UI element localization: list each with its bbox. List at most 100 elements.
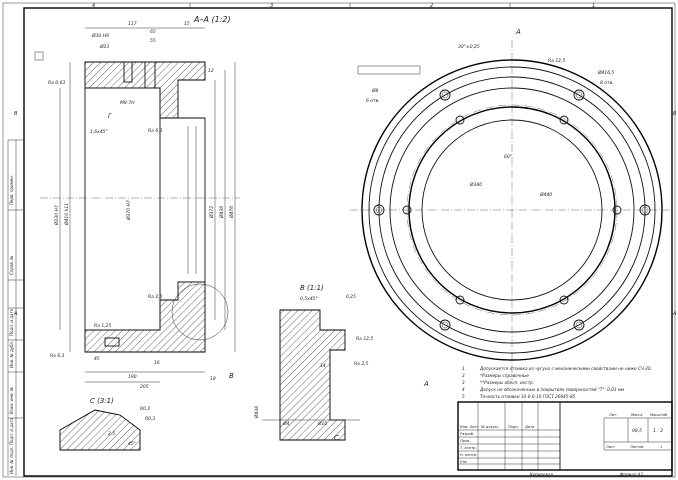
detail-c-title: C (3:1) — [90, 397, 114, 405]
dim-14: 14 — [320, 363, 326, 369]
plan-inner-circle — [421, 119, 603, 301]
note-3-text: **Размеры обесп. инстр. — [480, 380, 534, 385]
section-aa-view: A–A (1:2) Ø410 h11 Ø230 H7 Ø370 H7 Ø372 … — [40, 15, 240, 390]
dim-d10: Ø10 — [317, 420, 327, 427]
detail-c-view: C (3:1) R0,2 R0,3 2,5 45° — [59, 397, 155, 451]
tb-prov: Пров. — [460, 439, 470, 443]
tb-razrab: Разраб. — [460, 432, 474, 436]
rough-6-3: Ra 6,3 — [148, 128, 163, 134]
plan-circle-3 — [378, 76, 646, 344]
dim-d438-b: Ø438 — [253, 406, 260, 419]
tb-izm-list: Изм. Лист — [460, 425, 480, 429]
plan-view: 30°±0,25 60° Ø380 Ø440 Ø416,5 Ø8 Ra 12,5… — [350, 28, 672, 388]
dim-117: 117 — [128, 21, 137, 27]
marker-c: C — [334, 434, 339, 442]
plan-circle-4 — [389, 87, 635, 333]
tb-col-podp: Подп. — [508, 425, 519, 429]
dim-d440-plan: Ø440 — [539, 191, 552, 198]
label-g: Г — [108, 113, 112, 120]
tb-listov: Листов — [629, 445, 643, 449]
tb-col-nomer-dokum: № докум. — [480, 425, 499, 429]
rough-2-5-b: Ra 2,5 — [354, 361, 369, 367]
dim-d476: Ø476 — [228, 206, 235, 219]
footer-format: Формат А3 — [620, 472, 643, 477]
rough-2-5: Ra 2,5 — [148, 294, 163, 300]
tb-massa: Масса — [631, 413, 642, 417]
side-strip: Перв. примен. Справ. № Подп. и дата Инв.… — [7, 51, 44, 476]
tb-utv: Утв. — [460, 460, 468, 464]
zone-number-2: 2 — [430, 3, 433, 9]
zone-letter-left-b: B — [14, 111, 18, 117]
plan-circle-2 — [368, 66, 656, 354]
tb-n-kontr: Н. контр. — [460, 453, 477, 457]
section-inner-bore — [84, 87, 161, 331]
dim-60deg: 60° — [504, 154, 512, 160]
dim-d23: Ø23 — [99, 43, 109, 50]
dim-d230: Ø230 H7 — [53, 205, 60, 226]
dim-65: 65 — [150, 29, 156, 35]
plan-pitch-circle — [406, 104, 618, 316]
note-5-num: 5 — [462, 394, 465, 399]
plan-outer-circle — [361, 59, 663, 361]
dim-45deg: 45° — [128, 441, 136, 447]
dim-d372: Ø372 — [208, 206, 215, 219]
zone-number-3: 3 — [270, 3, 273, 9]
dim-205: 205 — [140, 384, 149, 390]
dim-d4: Ø4 — [282, 420, 290, 427]
dim-55: 55 — [150, 38, 156, 44]
dim-2-5: 2,5 — [108, 431, 115, 437]
dim-r02: R0,2 — [140, 406, 150, 412]
dim-d380-plan: Ø380 — [469, 181, 482, 188]
strip-podp-data-2: Подп. и дата — [9, 417, 14, 445]
note-5-text: Точность отливки 10-0-0-10 ГОСТ 26645-85 — [480, 394, 576, 399]
plan-bolt-holes — [373, 89, 651, 331]
inner-frame — [23, 7, 673, 477]
note-2-num: 2 — [462, 373, 465, 378]
revision-box — [34, 51, 44, 61]
detail-b-profile — [279, 309, 346, 441]
detail-b-callout — [171, 283, 229, 341]
strip-inv-podl: Инв. № подл. — [9, 446, 14, 474]
dim-ra63-bottom: Ra 6,3 — [50, 353, 65, 359]
zone-letter-right-b: B — [673, 111, 677, 117]
marker-a-top: A — [515, 28, 521, 36]
footer-copied: Копировал — [530, 472, 553, 477]
dim-d370: Ø370 H7 — [125, 200, 132, 221]
holes-8: 8 отв. — [600, 80, 614, 86]
note-1-num: 1 — [462, 366, 465, 371]
dim-18: 18 — [210, 376, 216, 382]
marker-b-section: B — [229, 372, 234, 380]
tb-masshtab: Масштаб — [650, 413, 668, 417]
marker-a-bottom: A — [423, 380, 429, 388]
dim-15: 15 — [184, 21, 190, 27]
detail-b-title: B (1:1) — [300, 284, 324, 292]
tb-sheets-count: 1 — [660, 445, 662, 449]
dim-r03: R0,3 — [145, 416, 155, 422]
note-3-num: 3 — [462, 380, 465, 385]
dim-45: 45 — [94, 356, 100, 362]
dim-chamfer: 1,6x45° — [90, 129, 108, 135]
section-bottom-wall — [84, 281, 206, 353]
tb-lit: Лит. — [608, 413, 617, 417]
strip-vzam-inv: Взам. инв. № — [9, 387, 14, 414]
rough-0-63: Ra 0,63 — [48, 80, 65, 86]
note-2-text: *Размеры справочные — [480, 373, 529, 378]
strip-podp-data-1: Подп. и дата — [9, 308, 14, 336]
dim-30deg: 30°±0,25 — [458, 44, 480, 50]
dim-190: 190 — [128, 374, 137, 380]
dim-chamfer-b: 0,5x45° — [300, 296, 318, 302]
tb-list: Лист — [605, 445, 616, 449]
rough-12-5-b: Ra 12,5 — [356, 336, 373, 342]
tb-scale-value: 1 : 2 — [653, 428, 663, 434]
tb-col-data: Дата — [524, 425, 534, 429]
title-block: Изм. Лист Разраб. Пров. Т. контр. Н. кон… — [457, 401, 673, 471]
holes-6: 6 отв. — [366, 98, 380, 104]
zone-number-4: 4 — [92, 3, 95, 9]
dim-12: 12 — [208, 68, 214, 74]
zone-number-1: 1 — [592, 3, 595, 9]
note-4-text: Допуск не обозначенных в покрытиях повер… — [479, 387, 624, 392]
dim-d410: Ø410 h11 — [63, 203, 70, 226]
top-zone-markers: 4 3 2 1 — [92, 3, 595, 9]
